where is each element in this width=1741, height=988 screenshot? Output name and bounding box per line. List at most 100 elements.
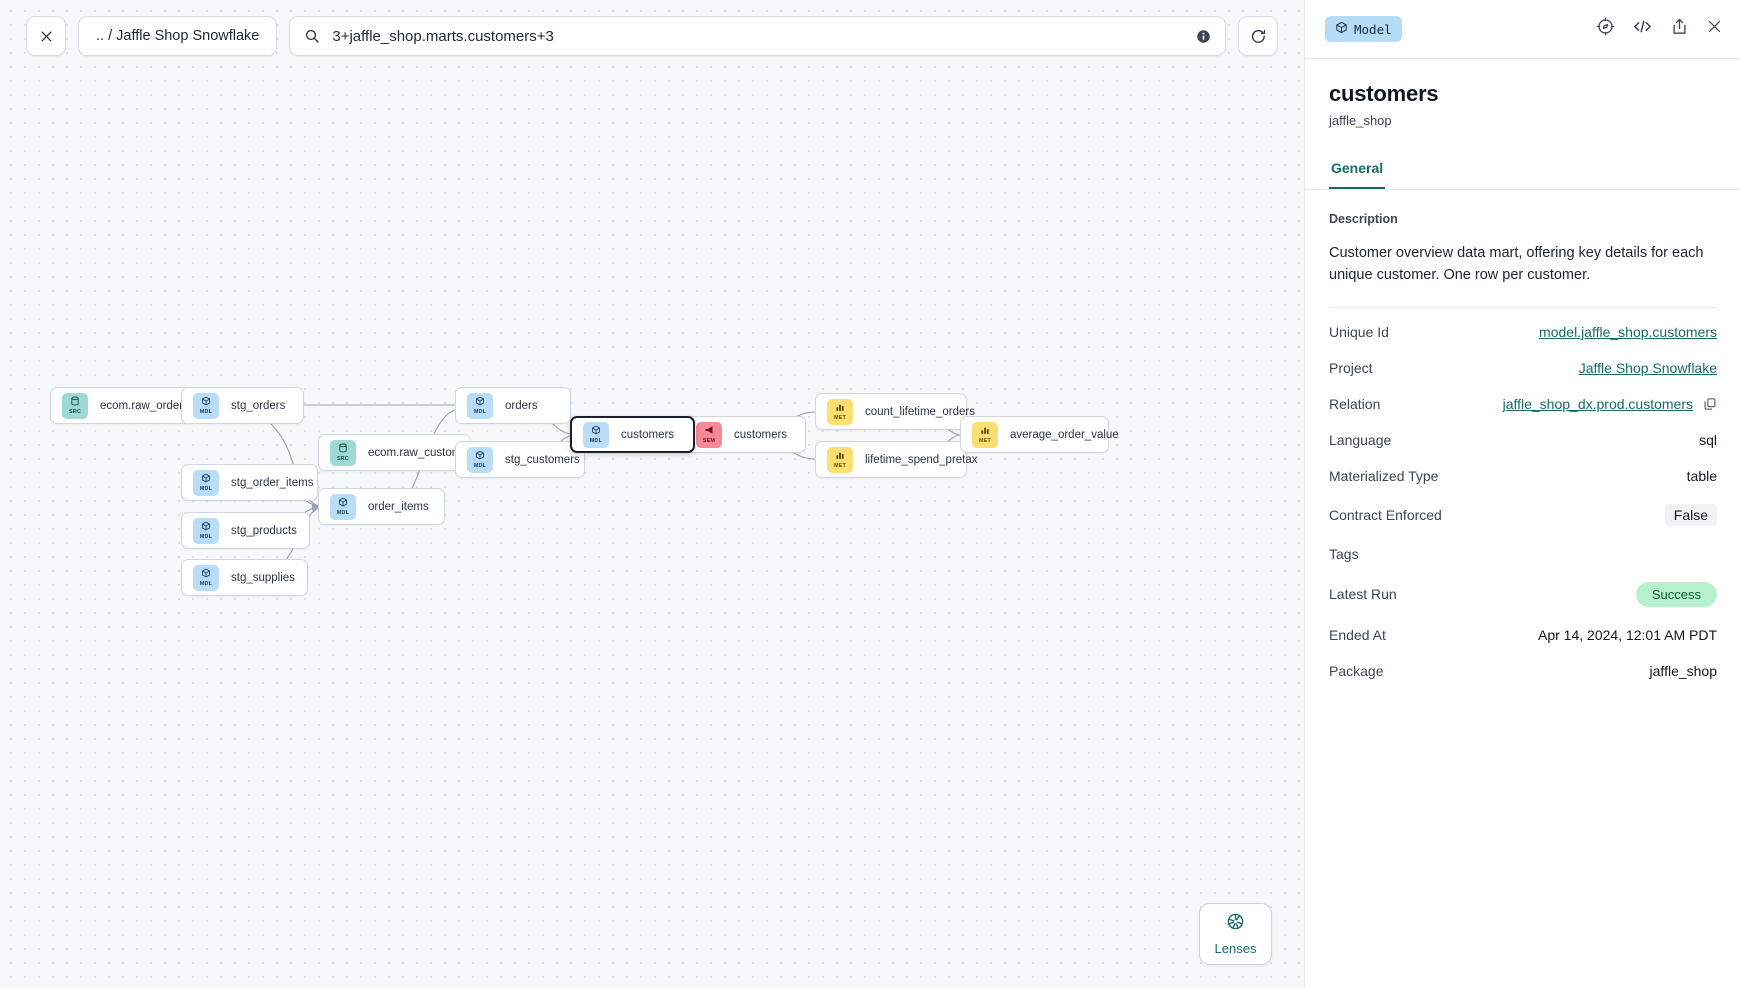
src-badge-icon: SRC xyxy=(330,439,356,466)
lenses-label: Lenses xyxy=(1214,941,1257,956)
detail-row-value: jaffle_shop xyxy=(1649,662,1717,679)
detail-row-key: Relation xyxy=(1329,395,1381,412)
panel-body: Description Customer overview data mart,… xyxy=(1305,190,1741,689)
graph-node-stg_products[interactable]: MDL stg_products xyxy=(181,512,310,549)
cube-icon xyxy=(1335,21,1348,37)
mdl-badge-icon: MDL xyxy=(193,469,219,496)
graph-node-label: lifetime_spend_pretax xyxy=(865,453,978,466)
info-icon[interactable] xyxy=(1196,29,1211,44)
graph-node-label: stg_products xyxy=(231,524,297,537)
code-icon[interactable] xyxy=(1632,17,1653,41)
breadcrumb[interactable]: .. / Jaffle Shop Snowflake xyxy=(78,16,278,56)
copy-icon[interactable] xyxy=(1703,397,1717,411)
detail-row-value: sql xyxy=(1699,431,1717,448)
detail-row-key: Package xyxy=(1329,662,1384,679)
detail-row-key: Project xyxy=(1329,359,1373,376)
detail-row-key: Latest Run xyxy=(1329,586,1397,603)
lenses-button[interactable]: Lenses xyxy=(1199,903,1272,965)
search-input-value[interactable]: 3+jaffle_shop.marts.customers+3 xyxy=(332,27,554,45)
graph-node-label: stg_order_items xyxy=(231,476,314,489)
mdl-badge-icon: MDL xyxy=(193,392,219,419)
graph-node-label: count_lifetime_orders xyxy=(865,405,975,418)
src-badge-icon: SRC xyxy=(62,392,88,419)
detail-row-value[interactable]: jaffle_shop_dx.prod.customers xyxy=(1502,395,1693,412)
detail-row-key: Language xyxy=(1329,431,1392,448)
graph-node-customers_sem[interactable]: SEM customers xyxy=(684,416,806,453)
detail-row-value[interactable]: model.jaffle_shop.customers xyxy=(1539,323,1717,340)
met-badge-icon: MET xyxy=(972,421,998,448)
panel-actions xyxy=(1596,17,1723,41)
graph-node-stg_customers[interactable]: MDL stg_customers xyxy=(455,441,585,478)
detail-row: Latest Run Success xyxy=(1329,572,1717,617)
panel-subtitle: jaffle_shop xyxy=(1329,113,1392,128)
mdl-badge-icon: MDL xyxy=(467,446,493,473)
detail-row: Language sql xyxy=(1329,422,1717,458)
graph-node-ecom_raw_customers[interactable]: SRC ecom.raw_customers xyxy=(318,434,477,471)
share-icon[interactable] xyxy=(1670,17,1689,41)
graph-node-count_lifetime_orders[interactable]: MET count_lifetime_orders xyxy=(815,393,975,430)
detail-row-value-wrap: sql xyxy=(1699,432,1717,448)
resource-type-label: Model xyxy=(1354,21,1392,37)
graph-node-orders[interactable]: MDL orders xyxy=(455,387,571,424)
close-lineage-button[interactable] xyxy=(26,16,66,56)
detail-row-value[interactable]: Jaffle Shop Snowflake xyxy=(1578,359,1717,376)
mdl-badge-icon: MDL xyxy=(193,564,219,591)
aperture-icon xyxy=(1226,912,1245,936)
detail-row-value: False xyxy=(1664,503,1717,526)
detail-row-key: Materialized Type xyxy=(1329,467,1439,484)
sem-badge-icon: SEM xyxy=(696,421,722,448)
mdl-badge-icon: MDL xyxy=(193,517,219,544)
met-badge-icon: MET xyxy=(827,398,853,425)
graph-node-label: stg_orders xyxy=(231,399,286,412)
graph-node-label: ecom.raw_customers xyxy=(368,446,478,459)
detail-row-value-wrap: Apr 14, 2024, 12:01 AM PDT xyxy=(1538,627,1717,643)
graph-node-label: customers xyxy=(621,428,675,441)
panel-tabs: General xyxy=(1305,154,1741,190)
mdl-badge-icon: MDL xyxy=(467,392,493,419)
graph-node-average_order_value[interactable]: MET average_order_value xyxy=(960,416,1119,453)
details-panel: Model xyxy=(1304,0,1741,988)
detail-row: Tags xyxy=(1329,536,1717,572)
search-input[interactable]: 3+jaffle_shop.marts.customers+3 xyxy=(289,16,1226,56)
close-panel-icon[interactable] xyxy=(1706,18,1723,40)
details-panel-header: Model xyxy=(1305,0,1741,59)
graph-node-label: average_order_value xyxy=(1010,428,1119,441)
graph-node-stg_order_items[interactable]: MDL stg_order_items xyxy=(181,464,318,501)
search-icon xyxy=(304,28,320,44)
description-label: Description xyxy=(1329,212,1398,226)
graph-node-stg_supplies[interactable]: MDL stg_supplies xyxy=(181,559,308,596)
graph-node-label: orders xyxy=(505,399,538,412)
page-title: customers xyxy=(1329,81,1439,106)
detail-row-value-wrap: Success xyxy=(1635,581,1717,607)
detail-row-value-wrap: False xyxy=(1664,503,1717,526)
graph-node-label: stg_supplies xyxy=(231,571,295,584)
status-badge: Success xyxy=(1635,581,1717,607)
detail-row-value-wrap: model.jaffle_shop.customers xyxy=(1539,324,1717,340)
graph-node-stg_orders[interactable]: MDL stg_orders xyxy=(181,387,304,424)
description-text: Customer overview data mart, offering ke… xyxy=(1329,245,1704,284)
graph-node-label: customers xyxy=(734,428,788,441)
panel-title-block: customers jaffle_shop xyxy=(1305,59,1741,128)
graph-node-lifetime_spend_pretax[interactable]: MET lifetime_spend_pretax xyxy=(815,441,978,478)
detail-row: Project Jaffle Shop Snowflake xyxy=(1329,350,1717,386)
focus-icon[interactable] xyxy=(1596,17,1615,41)
met-badge-icon: MET xyxy=(827,446,853,473)
refresh-button[interactable] xyxy=(1238,16,1278,56)
tab-general[interactable]: General xyxy=(1329,154,1386,189)
detail-row-value: Apr 14, 2024, 12:01 AM PDT xyxy=(1538,626,1717,643)
detail-row-value-wrap: jaffle_shop xyxy=(1650,663,1717,679)
graph-node-label: stg_customers xyxy=(505,453,580,466)
detail-row: Contract Enforced False xyxy=(1329,494,1717,536)
mdl-badge-icon: MDL xyxy=(330,493,356,520)
detail-row-key: Contract Enforced xyxy=(1329,506,1442,523)
divider xyxy=(1329,306,1717,308)
resource-type-pill: Model xyxy=(1325,16,1402,42)
